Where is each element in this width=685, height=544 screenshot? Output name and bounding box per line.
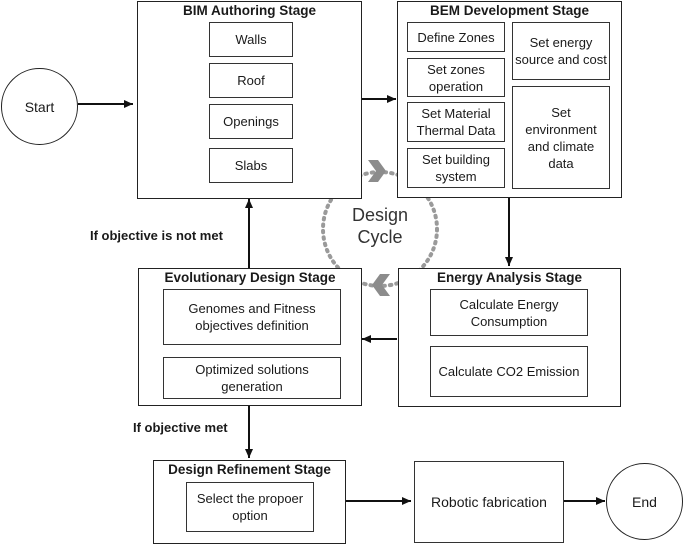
energy-analysis-stage: Energy Analysis Stage Calculate Energy C… bbox=[398, 268, 621, 407]
energy-item-co2: Calculate CO2 Emission bbox=[430, 346, 588, 397]
robotic-fabrication-box: Robotic fabrication bbox=[414, 461, 564, 543]
condition-met-label: If objective met bbox=[133, 420, 228, 435]
energy-item-consumption: Calculate Energy Consumption bbox=[430, 289, 588, 336]
start-node: Start bbox=[1, 68, 78, 145]
energy-stage-title: Energy Analysis Stage bbox=[436, 270, 583, 285]
design-cycle-line1: Design bbox=[351, 205, 409, 225]
end-label: End bbox=[632, 493, 657, 510]
bim-item-slabs: Slabs bbox=[209, 148, 293, 183]
design-cycle-label: Design Cycle bbox=[335, 204, 425, 248]
bim-authoring-stage: BIM Authoring Stage Walls Roof Openings … bbox=[137, 1, 362, 199]
bem-item-material-thermal: Set Material Thermal Data bbox=[407, 102, 505, 142]
bim-item-roof: Roof bbox=[209, 63, 293, 98]
refine-stage-title: Design Refinement Stage bbox=[168, 462, 331, 477]
condition-not-met-label: If objective is not met bbox=[90, 228, 223, 243]
evolutionary-design-stage: Evolutionary Design Stage Genomes and Fi… bbox=[138, 268, 362, 406]
refine-item-select-option: Select the propoer option bbox=[186, 482, 314, 532]
start-label: Start bbox=[24, 98, 55, 115]
bem-item-environment-climate: Set environment and climate data bbox=[512, 86, 610, 189]
end-node: End bbox=[606, 463, 683, 540]
design-refinement-stage: Design Refinement Stage Select the propo… bbox=[153, 460, 346, 544]
bem-item-zones-operation: Set zones operation bbox=[407, 58, 505, 97]
bim-item-openings: Openings bbox=[209, 104, 293, 139]
bem-item-energy-source: Set energy source and cost bbox=[512, 22, 610, 80]
cycle-chevron-left-icon bbox=[372, 274, 390, 296]
bem-stage-title: BEM Development Stage bbox=[429, 3, 590, 18]
bim-stage-title: BIM Authoring Stage bbox=[183, 3, 316, 18]
bem-item-building-system: Set building system bbox=[407, 148, 505, 188]
cycle-chevron-right-icon bbox=[368, 160, 386, 182]
evo-stage-title: Evolutionary Design Stage bbox=[164, 270, 336, 285]
evo-item-genomes-fitness: Genomes and Fitness objectives definitio… bbox=[163, 289, 341, 345]
design-cycle-line2: Cycle bbox=[357, 227, 403, 247]
evo-item-optimized-solutions: Optimized solutions generation bbox=[163, 357, 341, 399]
bem-development-stage: BEM Development Stage Define Zones Set z… bbox=[397, 1, 622, 198]
bem-item-define-zones: Define Zones bbox=[407, 22, 505, 52]
bim-item-walls: Walls bbox=[209, 22, 293, 57]
